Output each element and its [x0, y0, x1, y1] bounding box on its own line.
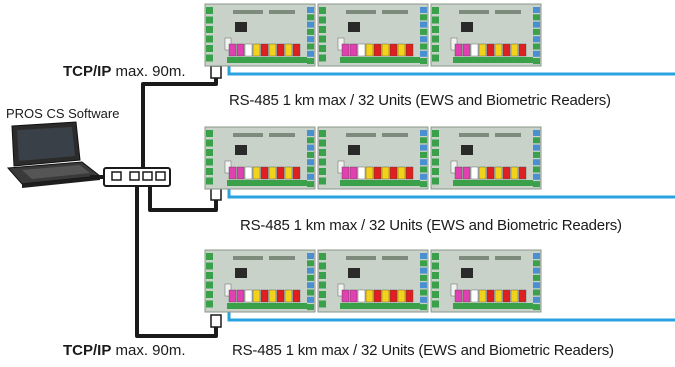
- controller-row-1: [204, 3, 675, 76]
- cable-row1: [141, 75, 218, 168]
- cable-row3: [135, 186, 218, 338]
- network-switch-icon: [103, 167, 171, 187]
- cable-row2: [148, 186, 218, 212]
- controller-board: [430, 249, 542, 313]
- ethernet-cables: [90, 75, 218, 338]
- rs485-bus-line: [227, 66, 675, 76]
- tcp-label-bottom-distance: max. 90m.: [111, 342, 186, 359]
- controller-board: [317, 126, 429, 190]
- rs485-label-row2: RS-485 1 km max / 32 Units (EWS and Biom…: [240, 217, 622, 234]
- controller-row-2: [204, 126, 675, 199]
- controller-board: [317, 249, 429, 313]
- laptop-icon: [6, 121, 102, 188]
- software-label: PROS CS Software: [6, 106, 120, 121]
- tcp-label-top-distance: max. 90m.: [111, 63, 186, 80]
- controller-board: [204, 3, 316, 67]
- controller-board: [430, 3, 542, 67]
- rs485-label-row1: RS-485 1 km max / 32 Units (EWS and Biom…: [229, 92, 611, 109]
- rs485-bus-line: [227, 189, 675, 199]
- controller-board: [204, 126, 316, 190]
- tcp-label-bottom-protocol: TCP/IP: [63, 342, 112, 359]
- controller-rows: [204, 3, 675, 322]
- controller-board: [430, 126, 542, 190]
- rs485-label-row3: RS-485 1 km max / 32 Units (EWS and Biom…: [232, 342, 614, 359]
- tcp-label-bottom: TCP/IP max. 90m.: [63, 342, 186, 359]
- tcp-label-top-protocol: TCP/IP: [63, 63, 112, 80]
- controller-board: [204, 249, 316, 313]
- tcp-label-top: TCP/IP max. 90m.: [63, 63, 186, 80]
- controller-board: [317, 3, 429, 67]
- rs485-bus-line: [227, 312, 675, 322]
- controller-row-3: [204, 249, 675, 322]
